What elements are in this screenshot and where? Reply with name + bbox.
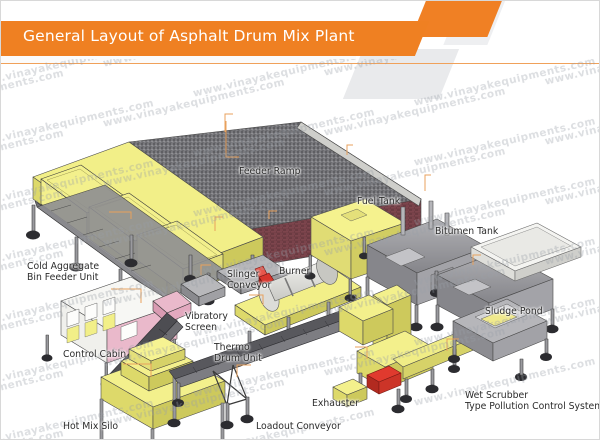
vibratory-screen-graphic [180,273,226,307]
label-thermo-drum-unit: Thermo Drum Unit [214,342,262,364]
exhauster-graphic [338,284,482,414]
plant-diagram [26,113,582,439]
control-cabin-graphic [41,276,180,388]
label-exhauster: Exhauster [312,398,359,409]
misc-feet [515,358,527,381]
misc-crates [332,378,368,408]
label-slinger-conveyor: Slinger Conveyor [227,269,272,291]
label-sludge-pond: Sludge Pond [485,306,543,317]
label-feeder-ramp: Feeder Ramp [239,166,301,177]
page-title: General Layout of Asphalt Drum Mix Plant [23,27,355,45]
header-shadow [1,56,356,63]
leader-lines [109,113,481,377]
label-cold-aggregate-bin: Cold Aggregate Bin Feeder Unit [27,261,100,283]
loadout-conveyor-graphic [168,304,370,430]
label-vibratory-screen: Vibratory Screen [185,311,228,333]
label-fuel-tank: Fuel Tank [357,196,401,207]
label-loadout-conveyor: Loadout Conveyor [256,421,341,432]
label-control-cabin: Control Cabin [63,349,127,360]
header-rule [1,63,599,64]
sludge-pond-graphic [470,222,582,282]
title-banner [1,21,400,56]
label-burner: Burner [279,266,311,277]
header-decoration-gray-right [443,1,507,45]
label-hot-mix-silo: Hot Mix Silo [63,421,119,432]
header-decoration-orange [411,1,503,37]
label-bitumen-tank: Bitumen Tank [435,226,499,237]
wet-scrubber-graphic [448,298,552,363]
label-wet-scrubber: Wet Scrubber Type Pollution Control Syst… [465,390,600,412]
